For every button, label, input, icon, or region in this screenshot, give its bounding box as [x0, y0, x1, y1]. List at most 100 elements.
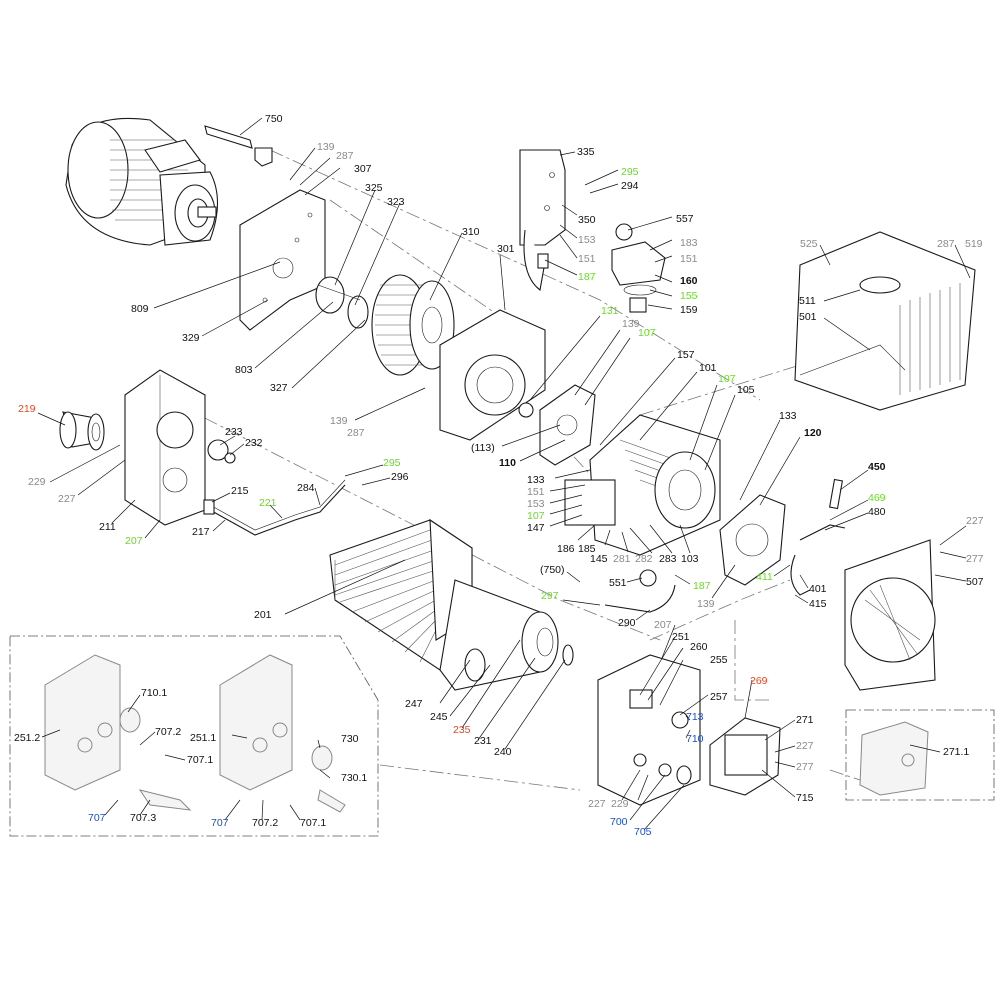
label-147: 147	[527, 522, 545, 534]
label-715: 715	[796, 792, 814, 804]
label-153: 153	[578, 234, 596, 246]
label-107: 107	[718, 373, 736, 385]
label-113: (113)	[471, 442, 495, 454]
label-232: 232	[245, 437, 263, 449]
label-310: 310	[462, 226, 480, 238]
label-271: 271	[796, 714, 814, 726]
label-207: 207	[654, 619, 672, 631]
label-227: 227	[966, 515, 984, 527]
label-557: 557	[676, 213, 694, 225]
part-307-plate	[239, 189, 326, 331]
part-251-2-variant	[44, 654, 192, 811]
part-219-filter	[59, 411, 105, 451]
label-251-1: 251.1	[190, 732, 216, 744]
label-281: 281	[613, 553, 631, 565]
part-750-pin	[204, 125, 273, 167]
label-160: 160	[680, 275, 698, 287]
label-283: 283	[659, 553, 677, 565]
label-120: 120	[804, 427, 822, 439]
label-307: 307	[354, 163, 372, 175]
part-233-disc	[207, 439, 236, 464]
label-131: 131	[601, 305, 619, 317]
label-155: 155	[680, 290, 698, 302]
label-231: 231	[474, 735, 492, 747]
label-145: 145	[590, 553, 608, 565]
label-297: 297	[541, 590, 559, 602]
label-501: 501	[799, 311, 817, 323]
label-185: 185	[578, 543, 596, 555]
label-151: 151	[578, 253, 596, 265]
label-707-3: 707.3	[130, 812, 156, 824]
part-335-bracket	[519, 149, 566, 291]
label-401: 401	[809, 583, 827, 595]
label-511: 511	[799, 295, 816, 307]
label-707-2: 707.2	[155, 726, 181, 738]
label-247: 247	[405, 698, 423, 710]
label-277: 277	[966, 553, 984, 565]
label-301: 301	[497, 243, 515, 255]
part-290-hose	[604, 569, 676, 613]
label-133: 133	[779, 410, 797, 422]
label-295: 295	[383, 457, 401, 469]
label-183: 183	[680, 237, 698, 249]
label-139: 139	[317, 141, 335, 153]
part-251-terminal-box	[597, 654, 701, 806]
label-187: 187	[693, 580, 711, 592]
label-255: 255	[710, 654, 728, 666]
part-labels: 750 139 287 307 325 323 809 329 803 327 …	[14, 113, 984, 838]
part-507-fan-cover	[844, 539, 936, 691]
label-215: 215	[231, 485, 249, 497]
label-240: 240	[494, 746, 512, 758]
drive-motor	[65, 117, 218, 246]
label-151: 151	[527, 486, 545, 498]
label-707-1: 707.1	[187, 754, 213, 766]
label-450: 450	[868, 461, 886, 473]
part-101-pump-body	[564, 414, 721, 556]
label-277: 277	[796, 761, 814, 773]
label-296: 296	[391, 471, 409, 483]
label-139: 139	[622, 318, 640, 330]
label-110: 110	[499, 457, 516, 469]
cover-variant-frame	[845, 709, 995, 801]
part-251-1-variant	[219, 654, 346, 813]
label-211: 211	[99, 521, 116, 533]
label-710-1: 710.1	[141, 687, 167, 699]
label-707-1: 707.1	[300, 817, 326, 829]
part-557-valve	[611, 223, 666, 313]
label-235: 235	[453, 724, 471, 736]
label-271-1: 271.1	[943, 746, 969, 758]
part-325-coupling	[315, 276, 369, 329]
label-251-2: 251.2	[14, 732, 40, 744]
label-260: 260	[690, 641, 708, 653]
label-139: 139	[330, 415, 348, 427]
label-290: 290	[618, 617, 636, 629]
label-245: 245	[430, 711, 448, 723]
label-551: 551	[609, 577, 627, 589]
label-157: 157	[677, 349, 695, 361]
label-507: 507	[966, 576, 984, 588]
label-750-ref: (750)	[540, 564, 565, 576]
label-233: 233	[225, 426, 243, 438]
variants-frame	[9, 635, 379, 837]
label-201: 201	[254, 609, 272, 621]
label-295: 295	[621, 166, 639, 178]
label-700: 700	[610, 816, 628, 828]
label-151: 151	[680, 253, 698, 265]
part-247-motor	[439, 579, 574, 691]
part-120-rear-cover	[719, 494, 786, 586]
label-221: 221	[259, 497, 277, 509]
label-415: 415	[809, 598, 827, 610]
label-469: 469	[868, 492, 886, 504]
leader-lines	[37, 117, 971, 831]
label-251: 251	[672, 631, 690, 643]
label-519: 519	[965, 238, 983, 250]
label-227: 227	[588, 798, 606, 810]
label-710: 710	[686, 733, 704, 745]
label-525: 525	[800, 238, 818, 250]
part-211-filter-housing	[124, 369, 206, 526]
label-287: 287	[347, 427, 365, 439]
part-401-hose	[790, 554, 811, 596]
label-159: 159	[680, 304, 698, 316]
